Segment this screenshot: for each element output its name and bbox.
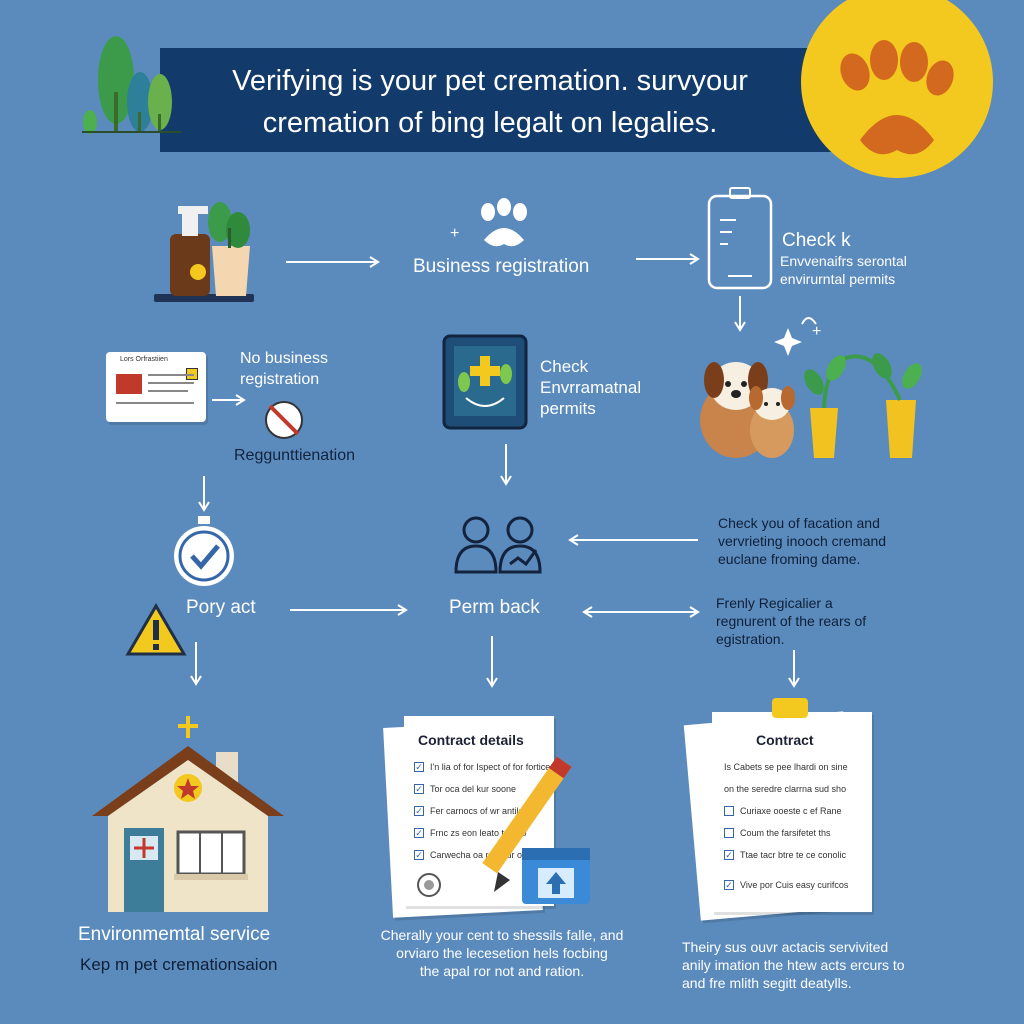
list-item: ✓Ttae tacr btre te ce conolic (724, 850, 847, 860)
arrow-right-icon (212, 394, 246, 406)
arrow-down-icon (190, 642, 202, 686)
arrow-down-icon (198, 476, 210, 512)
permit-document-icon (442, 334, 528, 430)
environmental-service-label: Environmemtal service (78, 924, 271, 945)
certificate-card: Lors Orfrastiien (106, 352, 206, 422)
phone-checklist-icon (707, 187, 773, 290)
regguntienation-label: Reggunttienation (234, 447, 355, 464)
list-item: ✓Frnc zs eon leato tr etco (414, 828, 527, 838)
kep-pet-label: Kep m pet cremationsaion (80, 955, 278, 974)
list-item: ✓Carwecha oa rory rur oocb (414, 850, 537, 860)
arrow-down-icon (500, 444, 512, 486)
arrow-left-icon (568, 534, 698, 546)
list-item: ✓Fer carnocs of wr antile (414, 806, 524, 816)
double-arrow-icon (582, 606, 700, 618)
business-registration-label: Business registration (413, 256, 590, 277)
list-item: on the seredre clarrna sud sho (724, 784, 847, 794)
list-item: Is Cabets se pee lhardi on sine (724, 762, 848, 772)
list-item: Coum the farsifetet ths (724, 822, 872, 844)
warning-icon (125, 603, 187, 656)
arrow-down-icon (486, 636, 498, 688)
pory-act-label: Pory act (186, 597, 256, 618)
perm-back-label: Perm back (449, 597, 540, 618)
seal-icon (417, 873, 441, 897)
list-item: Curiaxe ooeste c ef Rane (724, 800, 872, 822)
list-item: ✓I'n lia of for Ispect of for fortice (414, 762, 551, 772)
check-env-header: Check k (782, 230, 851, 251)
contract-list: Is Cabets se pee lhardi on sine on the s… (712, 756, 872, 896)
frenly-text: Frenly Regicalier a regnurent of the rea… (716, 595, 867, 647)
house-illustration (92, 716, 284, 912)
svg-text:+: + (450, 225, 459, 242)
check-env-body: Envvenaifrs serontal envirurntal permits (780, 253, 907, 287)
clip-icon (772, 698, 808, 718)
svg-text:+: + (812, 323, 821, 340)
title-banner (160, 48, 880, 152)
arrow-right-icon (290, 604, 408, 616)
stopwatch-check-icon (174, 516, 234, 586)
pencil-icon (482, 756, 572, 892)
no-business-label: No business registration (240, 350, 329, 388)
list-item: ✓Tor oca del kur soone (414, 784, 517, 794)
list-item: ✓Vive por Cuis easy curifcos (724, 880, 849, 890)
upload-folder-icon (522, 848, 590, 904)
page-title: Verifying is your pet cremation. survyou… (170, 60, 810, 144)
title-line-2: cremation of bing legalt on legalies. (262, 107, 718, 139)
arrow-down-icon (788, 650, 800, 688)
arrow-down-icon (734, 296, 746, 332)
check-permits-label: Check Envrramatnal permits (540, 357, 642, 418)
bottle-plant-icon (154, 202, 254, 302)
paw-icon: + (450, 198, 527, 247)
arrow-right-icon (286, 256, 380, 268)
bottom-middle-text: Cherally your cent to shessils falle, an… (380, 927, 624, 979)
contract-details-list: ✓I'n lia of for Ispect of for fortice ✓T… (404, 756, 554, 866)
check-facation-text: Check you of facation and vervrieting in… (718, 515, 887, 567)
arrow-right-icon (636, 253, 700, 265)
contract-paper: Contract Is Cabets se pee lhardi on sine… (712, 698, 872, 912)
sparkle-icon: + (774, 317, 821, 356)
trees-icon (82, 36, 182, 134)
people-icon (454, 516, 542, 574)
prohibited-icon (265, 401, 303, 439)
contract-title: Contract (756, 732, 814, 748)
paw-sun-icon (801, 0, 993, 178)
title-line-1: Verifying is your pet cremation. survyou… (232, 65, 748, 97)
bottom-right-text: Theiry sus ouvr actacis servivited anily… (682, 939, 905, 991)
dogs-plants-illustration (700, 353, 922, 458)
contract-details-title: Contract details (418, 732, 524, 748)
